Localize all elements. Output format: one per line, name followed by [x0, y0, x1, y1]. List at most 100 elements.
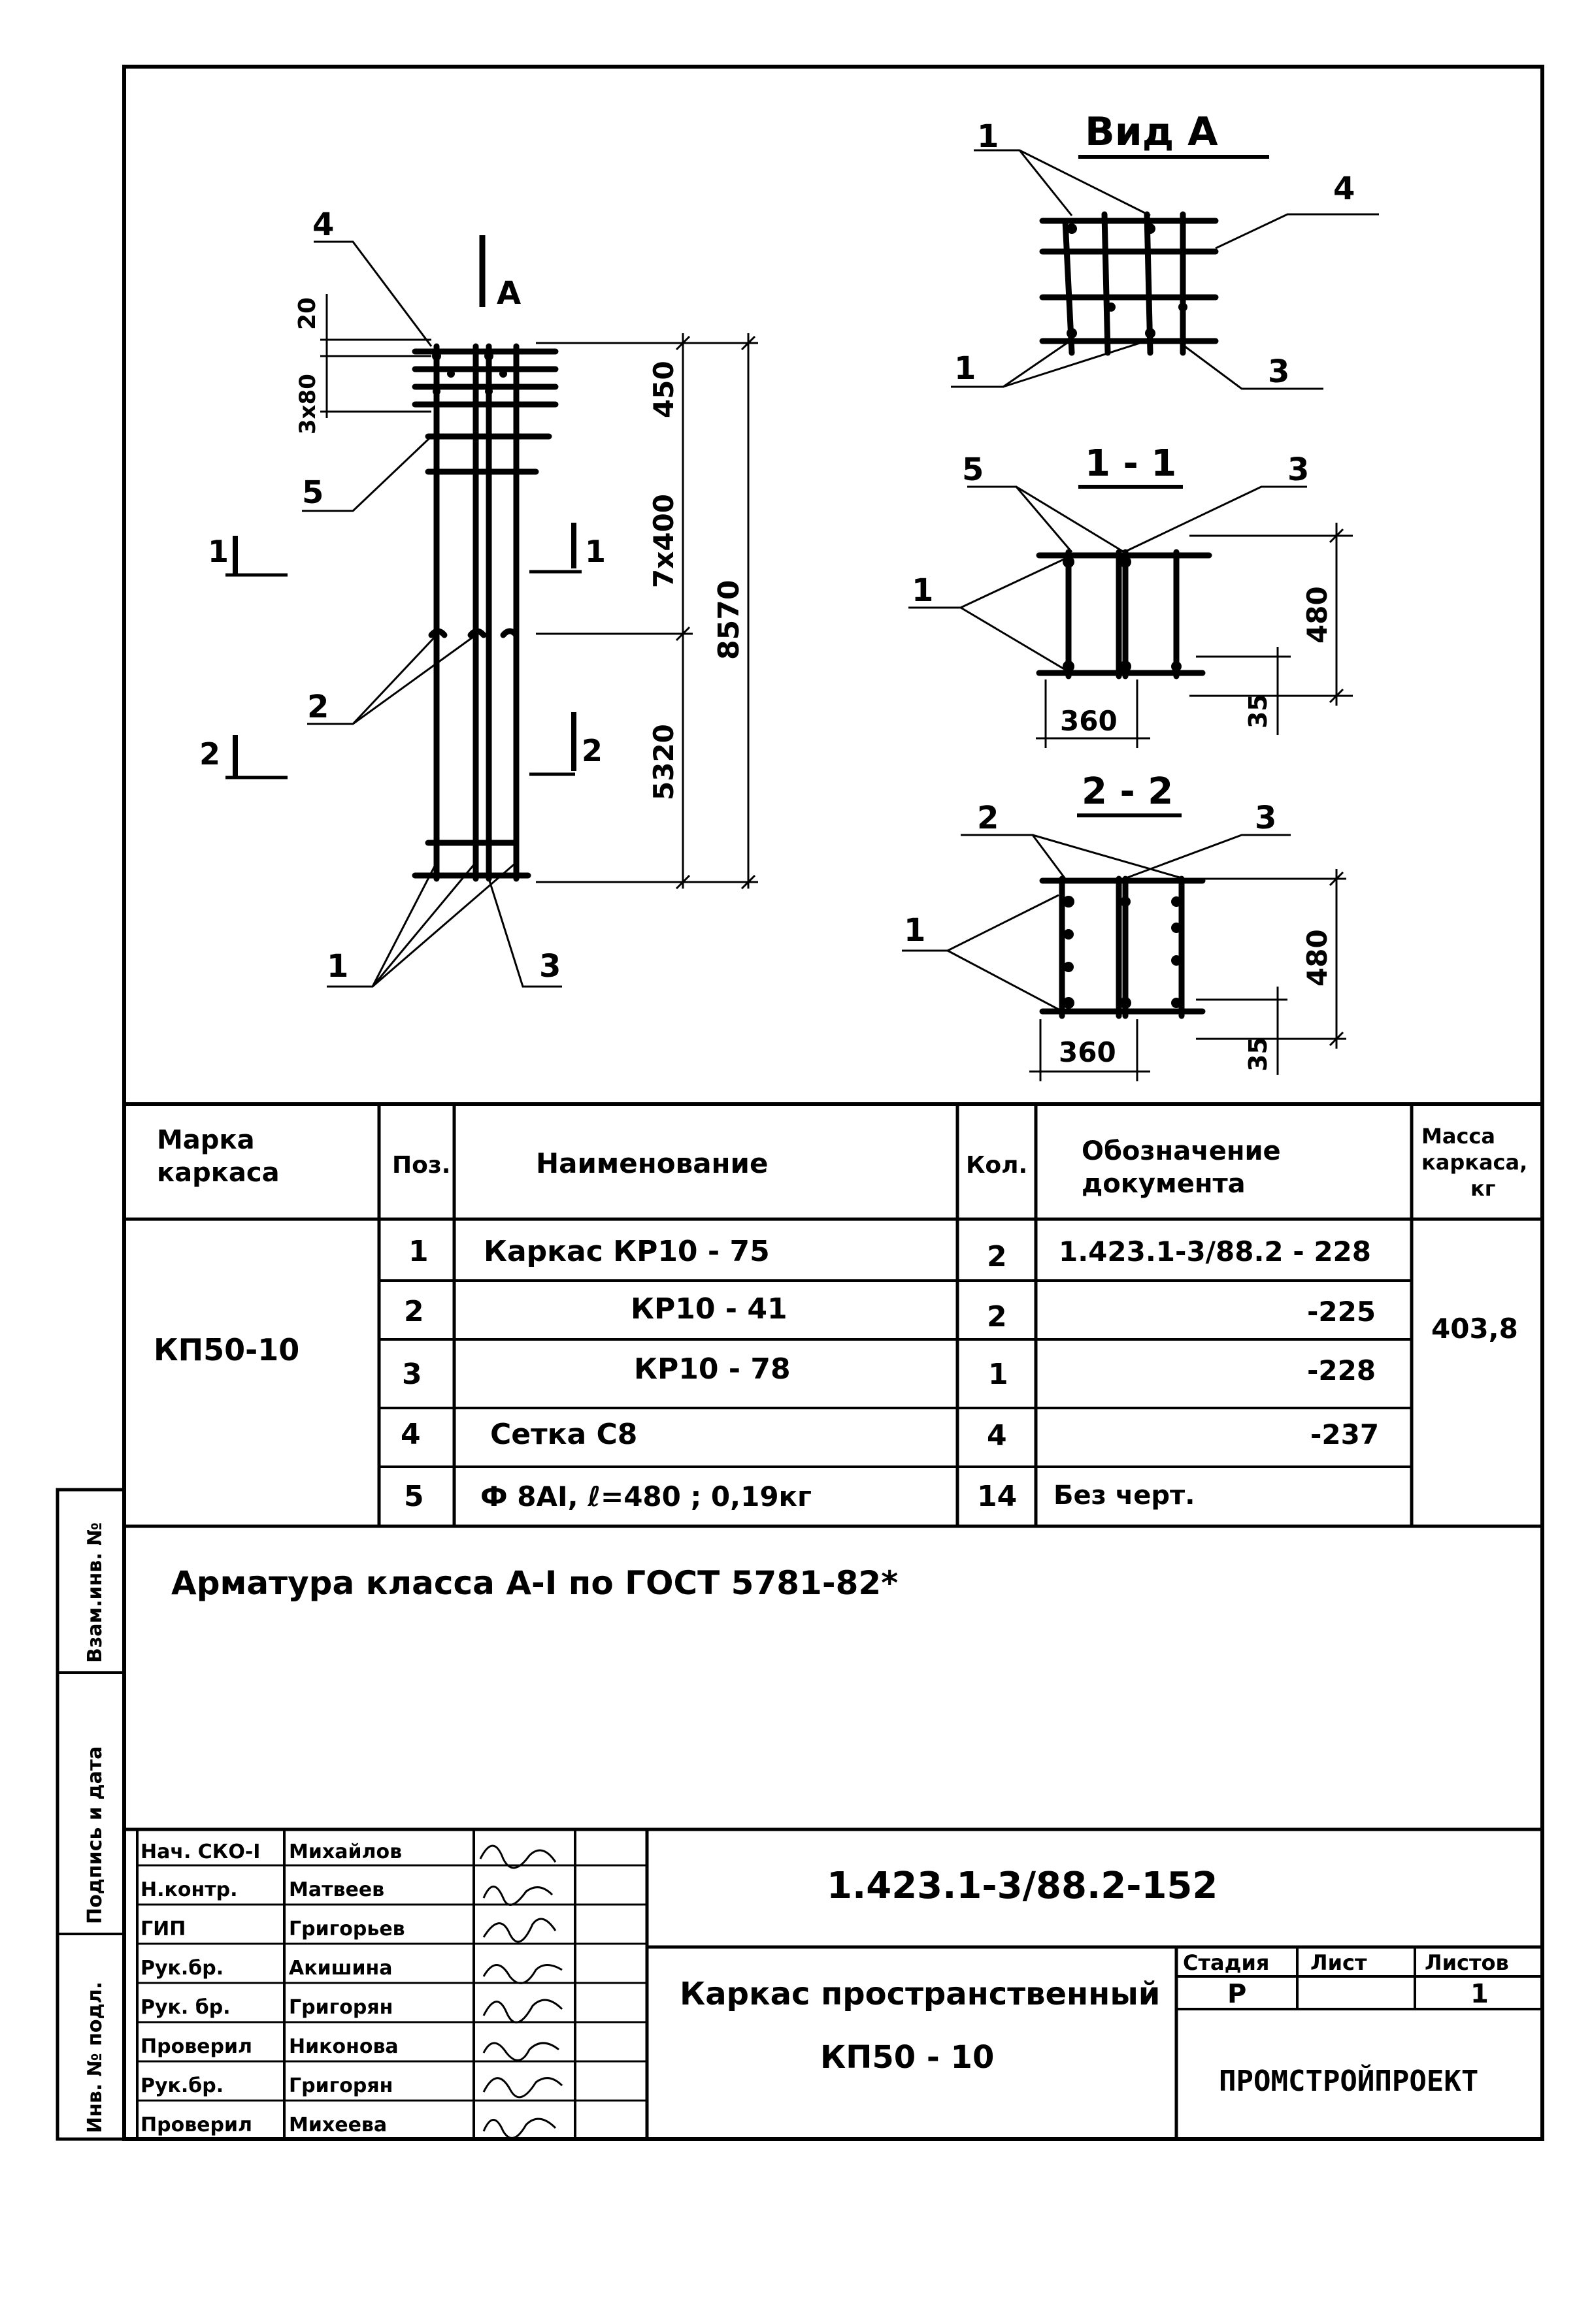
view-a-label-p4: 4	[1333, 171, 1355, 207]
view-a-title: Вид А	[1085, 109, 1218, 155]
row1-doc: 1.423.1-3/88.2 - 228	[1059, 1236, 1371, 1268]
staff-role-7: Рук.бр.	[141, 2074, 224, 2097]
title-block: Нач. СКО-I Михайлов Н.контр. Матвеев ГИП…	[124, 1827, 1542, 2139]
staff-role-3: ГИП	[141, 1918, 186, 1940]
section-mark-2-right: 2	[582, 733, 603, 768]
row2-doc: -225	[1307, 1296, 1376, 1328]
signature	[482, 2118, 557, 2139]
view-a-label-p1-top: 1	[977, 118, 999, 155]
dim-20: 20	[294, 297, 321, 330]
section-2-dim-480: 480	[1301, 929, 1333, 987]
sheets-value: 1	[1470, 1979, 1489, 2009]
staff-role-5: Рук. бр.	[141, 1996, 231, 2019]
row4-qty: 4	[987, 1419, 1007, 1452]
signature	[482, 1964, 563, 1984]
staff-name-7: Григорян	[289, 2074, 393, 2097]
label-pos3: 3	[539, 948, 561, 985]
header-doc-line1: Обозначение	[1082, 1136, 1281, 1166]
organization-name: ПРОМСТРОЙПРОЕКТ	[1219, 2063, 1478, 2098]
drawing-title-line1: Каркас пространственный	[680, 1976, 1160, 2012]
row5-name: Ф 8АI, ℓ=480 ; 0,19кг	[480, 1481, 812, 1513]
signature	[482, 1999, 563, 2023]
side-label-inv: Инв. № подл.	[84, 1982, 107, 2133]
row5-doc: Без черт.	[1053, 1481, 1195, 1511]
side-label-podpis: Подпись и дата	[84, 1746, 107, 1924]
view-a: Вид А 1 4 1 3	[951, 109, 1379, 390]
label-pos2: 2	[307, 689, 329, 725]
stage-value: Р	[1227, 1979, 1246, 2009]
label-pos5: 5	[302, 474, 323, 511]
header-name: Наименование	[536, 1147, 768, 1179]
section-1-label-p5: 5	[962, 451, 984, 488]
label-pos4: 4	[312, 206, 334, 243]
side-strip-frame	[56, 1488, 126, 2141]
section-2-title: 2 - 2	[1082, 770, 1173, 813]
row2-pos: 2	[404, 1295, 424, 1328]
row5-pos: 5	[404, 1480, 424, 1513]
section-mark-1-left: 1	[208, 534, 229, 569]
header-mark-line1: Марка	[157, 1125, 255, 1155]
row1-name: Каркас КР10 - 75	[484, 1235, 770, 1268]
section-mark-2-left: 2	[199, 736, 220, 772]
view-a-label-p1-bottom: 1	[954, 350, 976, 387]
staff-role-8: Проверил	[141, 2114, 252, 2136]
staff-role-2: Н.контр.	[141, 1878, 237, 1901]
row3-qty: 1	[988, 1358, 1008, 1391]
section-1-dim-35: 35	[1244, 694, 1272, 728]
view-a-label-p3: 3	[1268, 353, 1289, 390]
staff-name-8: Михеева	[289, 2114, 387, 2136]
section-1-dim-360: 360	[1060, 705, 1118, 737]
header-mass-line3: кг	[1470, 1176, 1495, 1201]
signature	[479, 1844, 557, 1869]
row4-pos: 4	[401, 1418, 421, 1451]
note-text: Арматура класса А-I по ГОСТ 5781-82*	[171, 1564, 898, 1602]
staff-role-4: Рук.бр.	[141, 1957, 224, 1980]
row2-qty: 2	[987, 1300, 1007, 1334]
section-1-label-p1: 1	[912, 572, 933, 609]
sheets-label: Листов	[1425, 1950, 1509, 1975]
section-2-label-p2: 2	[977, 800, 999, 836]
section-1-title: 1 - 1	[1085, 442, 1176, 485]
staff-name-6: Никонова	[289, 2035, 399, 2058]
drawing-title-line2: КП50 - 10	[820, 2039, 994, 2076]
staff-name-3: Григорьев	[289, 1918, 405, 1940]
section-2-dim-35: 35	[1244, 1037, 1272, 1072]
section-2-label-p3: 3	[1255, 800, 1276, 836]
dim-5320: 5320	[648, 724, 680, 800]
frame-mark: КП50-10	[154, 1332, 299, 1367]
signature	[482, 2042, 559, 2061]
staff-name-2: Матвеев	[289, 1878, 384, 1901]
section-1-label-p3: 3	[1287, 451, 1309, 488]
header-qty: Кол.	[966, 1152, 1027, 1179]
row3-doc: -228	[1307, 1354, 1376, 1386]
sheet-label: Лист	[1310, 1950, 1367, 1975]
stage-label: Стадия	[1183, 1950, 1269, 1975]
section-2-label-p1: 1	[904, 912, 925, 949]
row4-doc: -237	[1310, 1418, 1379, 1450]
header-mass-line2: каркаса,	[1421, 1150, 1527, 1175]
row3-name: КР10 - 78	[634, 1352, 791, 1386]
dim-7x400: 7x400	[648, 494, 680, 588]
row2-name: КР10 - 41	[631, 1292, 788, 1326]
section-2-dim-360: 360	[1059, 1036, 1116, 1068]
view-mark-a: А	[497, 275, 521, 312]
staff-name-4: Акишина	[289, 1957, 392, 1980]
dim-8570: 8570	[712, 580, 746, 660]
section-2-2: 2 - 2 2 3 1 480 360 35	[902, 770, 1346, 1081]
spec-table: Марка каркаса Поз. Наименование Кол. Обо…	[124, 1102, 1542, 1528]
row1-qty: 2	[987, 1240, 1007, 1273]
header-mass-line1: Масса	[1421, 1124, 1495, 1149]
label-pos1: 1	[327, 948, 348, 985]
signature	[482, 1886, 554, 1906]
side-label-vzam: Взам.инв. №	[84, 1522, 107, 1663]
header-pos: Поз.	[392, 1152, 450, 1179]
header-mark-line2: каркаса	[157, 1158, 280, 1188]
signature	[482, 2077, 563, 2099]
signature	[482, 1918, 557, 1943]
row4-name: Сетка С8	[490, 1418, 637, 1451]
section-1-dim-480: 480	[1301, 586, 1333, 644]
row1-pos: 1	[408, 1235, 429, 1268]
elevation-view: А 20 3x80	[199, 206, 758, 988]
row5-qty: 14	[977, 1480, 1017, 1513]
